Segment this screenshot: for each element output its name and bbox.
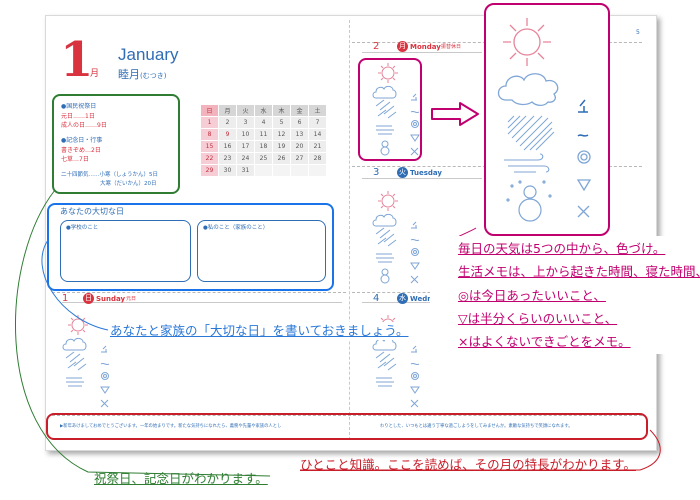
- knowledge-text-right: わりとした、いつもとは違う丁寧な過ごしようをしてみませんか。素敵な気持ちで笑顔に…: [380, 424, 573, 429]
- holidays-callout: 祝祭日、記念日がわかります。: [94, 471, 268, 486]
- month-unit: 月: [90, 69, 100, 79]
- family-notes-label: ●私のこと（家族のこと）: [203, 225, 269, 231]
- day-note: 振替休日: [441, 44, 462, 50]
- calendar-day-cell: 13: [290, 128, 309, 141]
- solar-term: 二十四節気……小寒（しょうかん）5日: [61, 172, 159, 178]
- weather-icons-day2: [368, 60, 430, 160]
- month-english: January: [118, 45, 179, 64]
- weekday-badge: 水: [397, 293, 408, 304]
- weekday-name: Monday: [410, 43, 441, 51]
- snowman-icon: [506, 180, 552, 222]
- knowledge-callout: ひとこと知識。ここを読めば、その月の特長がわかります。: [300, 457, 636, 472]
- calendar-day-cell: 6: [290, 116, 309, 129]
- calendar-day-cell: 14: [308, 128, 327, 141]
- day-number: 4: [373, 293, 380, 304]
- weekday-badge: 月: [397, 41, 408, 52]
- weather-callout: 生活メモは、上から起きた時間、寝た時間、: [458, 264, 700, 279]
- school-notes-box[interactable]: [60, 220, 191, 282]
- weather-callout: ◎は今日あったいいこと、: [458, 288, 606, 303]
- school-notes-label: ●学校のこと: [66, 225, 99, 231]
- divider: [62, 302, 342, 303]
- month-japanese: 睦月(むつき): [118, 69, 166, 80]
- half-mark-icon: [576, 179, 592, 192]
- rain-icon: [507, 115, 555, 151]
- weather-icons-day1: [58, 312, 120, 412]
- weather-memo-highlight-box: [358, 58, 422, 161]
- important-callout-bg: [108, 322, 400, 340]
- divider: [52, 292, 346, 293]
- knowledge-text-left: ▶新年あけましておめでとうございます。一年の始まりです。新たな気持ちになれたら、…: [60, 424, 282, 429]
- holiday-item: 元日……1日: [61, 113, 95, 120]
- calendar-day-cell: 27: [290, 152, 309, 165]
- weekday-name: Sunday: [96, 295, 126, 303]
- calendar-day-cell: 29: [200, 164, 219, 177]
- calendar-day-cell: 31: [236, 164, 255, 177]
- important-days-highlight-box: [47, 203, 334, 291]
- important-callout: あなたと家族の「大切な日」を書いておきましょう。: [110, 323, 409, 338]
- family-notes-box[interactable]: [197, 220, 326, 282]
- sleep-icon: [577, 134, 589, 137]
- calendar-day-cell: 24: [236, 152, 255, 165]
- event-item: 書きぞめ…2日: [61, 147, 101, 154]
- solar-term: 大寒（だいかん）20日: [100, 181, 157, 187]
- weather-callout: 毎日の天気は5つの中から、色づけ。: [458, 241, 666, 256]
- weekday-badge: 火: [397, 167, 408, 178]
- calendar-day-cell: 15: [200, 140, 219, 153]
- knowledge-highlight-box: [46, 413, 648, 440]
- calendar-day-cell: 1: [200, 116, 219, 129]
- calendar-day-cell: 30: [218, 164, 237, 177]
- weekday-name: Tuesday: [410, 169, 442, 177]
- month-number: 1: [60, 32, 94, 88]
- calendar-day-cell: 25: [254, 152, 273, 165]
- calendar-day-cell: [272, 164, 291, 177]
- weather-callout: ▽は半分くらいのいいこと、: [458, 311, 618, 326]
- calendar-day-cell: 19: [272, 140, 291, 153]
- weekday-badge: 日: [83, 293, 94, 304]
- page-corner-mark: 5: [636, 29, 640, 36]
- calendar-day-cell: [308, 164, 327, 177]
- calendar-header-cell: 土: [308, 104, 327, 117]
- cloud-icon: [497, 73, 559, 107]
- calendar-day-cell: 7: [308, 116, 327, 129]
- holidays-highlight-box: [52, 94, 180, 194]
- important-days-title: あなたの大切な日: [60, 207, 124, 216]
- day-number: 1: [62, 293, 69, 304]
- sun-icon: [503, 18, 551, 66]
- weather-callout: ×はよくないできごとをメモ。: [458, 334, 631, 349]
- holiday-item: 成人の日……9日: [61, 122, 107, 129]
- events-title: ●記念日・行事: [61, 137, 103, 144]
- month-japanese-name: 睦月: [118, 68, 140, 81]
- calendar-day-cell: 4: [254, 116, 273, 129]
- wind-icon: [504, 153, 550, 173]
- event-item: 七草…7日: [61, 156, 89, 163]
- divider: [52, 415, 642, 416]
- calendar-header-cell: 水: [254, 104, 273, 117]
- arrow-right-icon: [430, 101, 480, 131]
- good-mark-icon: [577, 150, 591, 164]
- divider: [362, 52, 482, 53]
- day-number: 3: [373, 167, 380, 178]
- divider: [362, 178, 482, 179]
- weather-zoom-icons: [494, 10, 604, 234]
- month-japanese-reading: (むつき): [140, 72, 167, 80]
- day-note: 元日: [126, 296, 137, 302]
- weather-icons-day3: [368, 188, 430, 288]
- wake-up-icon: [578, 99, 588, 113]
- page-divider: [349, 20, 350, 440]
- holidays-title: ●国民祝祭日: [61, 103, 97, 110]
- bad-mark-icon: [577, 205, 590, 218]
- calendar-day-cell: [254, 164, 273, 177]
- day-number: 2: [373, 41, 380, 52]
- calendar-day-cell: 9: [218, 128, 237, 141]
- weather-callout-bg: [430, 236, 698, 354]
